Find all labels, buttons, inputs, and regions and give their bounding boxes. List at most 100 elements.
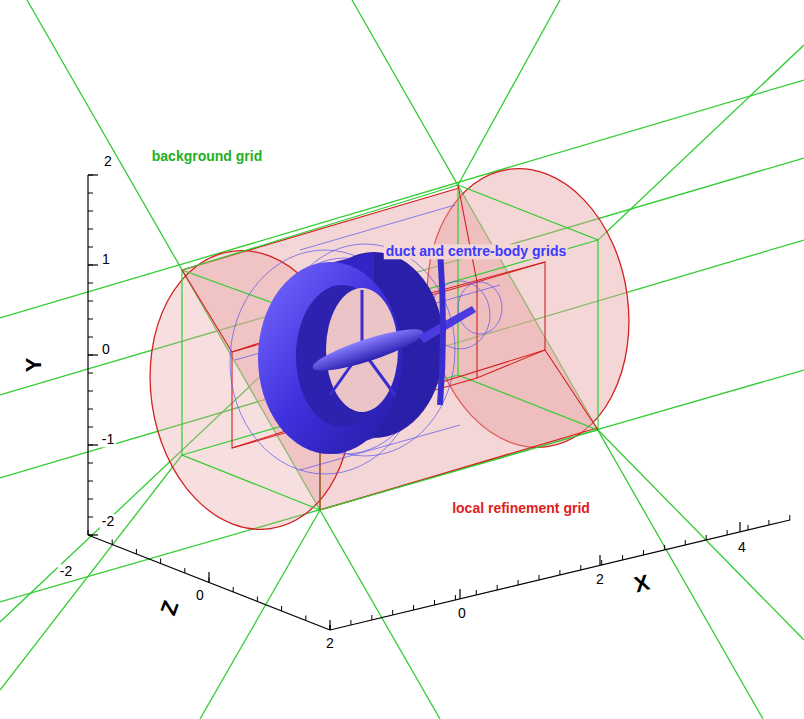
minor-ticks xyxy=(88,175,790,630)
minor-tick xyxy=(88,265,93,266)
minor-tick xyxy=(518,580,519,585)
tick-label: -2 xyxy=(58,564,74,579)
minor-tick xyxy=(748,525,749,530)
minor-tick xyxy=(88,247,93,248)
minor-tick xyxy=(392,610,393,615)
minor-tick xyxy=(88,337,93,338)
major-tick xyxy=(329,620,330,630)
minor-tick xyxy=(580,565,581,570)
minor-tick xyxy=(706,535,707,540)
minor-tick xyxy=(88,229,93,230)
minor-tick xyxy=(160,559,161,564)
minor-tick xyxy=(88,301,93,302)
grid-line xyxy=(0,455,182,690)
grid-line xyxy=(598,430,804,640)
minor-tick xyxy=(88,175,93,176)
major-tick xyxy=(88,444,98,445)
z-axis xyxy=(88,535,330,630)
minor-tick xyxy=(88,355,93,356)
grid-line xyxy=(27,0,440,719)
minor-tick xyxy=(88,427,93,428)
grid-line xyxy=(458,0,560,185)
tick-label: -1 xyxy=(100,432,116,447)
minor-tick xyxy=(88,445,93,446)
minor-tick xyxy=(789,515,790,520)
minor-tick xyxy=(209,578,210,583)
face-grid xyxy=(182,185,598,510)
minor-tick xyxy=(330,625,331,630)
tick-label: 2 xyxy=(324,636,336,651)
minor-tick xyxy=(88,193,93,194)
minor-tick xyxy=(88,211,93,212)
minor-tick xyxy=(727,530,728,535)
minor-tick xyxy=(559,570,560,575)
minor-tick xyxy=(455,595,456,600)
minor-tick xyxy=(497,585,498,590)
tick-label: 1 xyxy=(100,252,112,267)
minor-tick xyxy=(371,615,372,620)
minor-tick xyxy=(434,600,435,605)
minor-tick xyxy=(350,620,351,625)
grid-name-label: duct and centre-body grids xyxy=(384,244,568,259)
minor-tick xyxy=(88,409,93,410)
minor-tick xyxy=(88,463,93,464)
minor-tick xyxy=(233,587,234,592)
minor-tick xyxy=(768,520,769,525)
minor-tick xyxy=(643,550,644,555)
tick-label: 0 xyxy=(194,588,206,603)
x-axis xyxy=(330,520,790,630)
axes xyxy=(88,175,790,630)
major-tick xyxy=(88,174,98,175)
minor-tick xyxy=(88,319,93,320)
grid-name-label: background grid xyxy=(150,149,264,164)
box-edge xyxy=(458,185,477,282)
minor-tick xyxy=(330,625,331,630)
duct xyxy=(258,252,444,454)
tick-label: -2 xyxy=(100,514,116,529)
minor-tick xyxy=(88,481,93,482)
box-edge xyxy=(545,350,598,430)
axis-title: Y xyxy=(22,356,46,375)
tick-label: 0 xyxy=(100,342,112,357)
minor-tick xyxy=(413,605,414,610)
minor-tick xyxy=(136,549,137,554)
tick-label: 2 xyxy=(594,572,606,587)
major-tick xyxy=(739,522,740,532)
minor-tick xyxy=(476,590,477,595)
tick-label: 0 xyxy=(456,606,468,621)
minor-tick xyxy=(88,499,93,500)
major-tick xyxy=(599,555,600,565)
minor-tick xyxy=(88,373,93,374)
minor-tick xyxy=(685,540,686,545)
major-tick xyxy=(88,534,98,535)
major-tick xyxy=(459,589,460,599)
minor-tick xyxy=(281,606,282,611)
minor-tick xyxy=(88,535,93,536)
duct-rear-rim xyxy=(440,250,443,405)
grid-line xyxy=(200,510,320,719)
grid-square xyxy=(458,185,598,430)
minor-tick xyxy=(88,530,89,535)
wire-line xyxy=(300,205,455,250)
major-tick xyxy=(88,354,98,355)
minor-tick xyxy=(88,517,93,518)
major-tick xyxy=(208,572,209,582)
grid-name-label: local refinement grid xyxy=(450,501,592,516)
centre-body-tail xyxy=(418,306,476,343)
minor-tick xyxy=(88,391,93,392)
refinement-cylinder xyxy=(132,155,646,542)
centre-body-shape xyxy=(309,322,426,379)
tick-label: 4 xyxy=(736,540,748,555)
minor-tick xyxy=(184,568,185,573)
minor-tick xyxy=(622,555,623,560)
minor-tick xyxy=(88,283,93,284)
centre-body xyxy=(309,250,476,405)
axis-title: Z xyxy=(156,596,185,621)
minor-tick xyxy=(257,597,258,602)
minor-tick xyxy=(539,575,540,580)
minor-tick xyxy=(305,616,306,621)
